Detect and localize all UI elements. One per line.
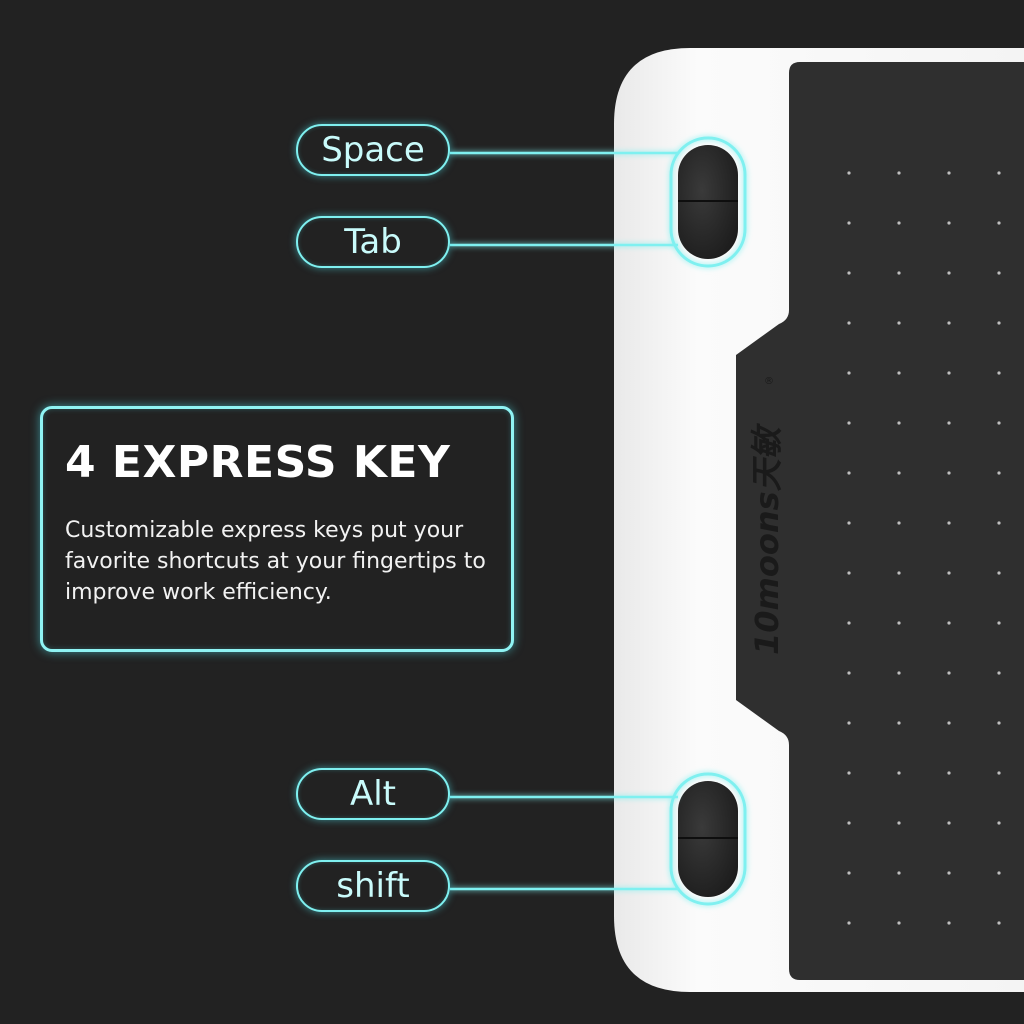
grid-dot xyxy=(897,571,901,575)
grid-dot xyxy=(897,921,901,925)
grid-dot xyxy=(847,921,851,925)
grid-dot xyxy=(897,321,901,325)
grid-dot xyxy=(847,771,851,775)
grid-dot xyxy=(947,371,951,375)
grid-dot xyxy=(847,621,851,625)
brand-trademark: ® xyxy=(764,376,774,387)
drawing-area xyxy=(736,62,1024,980)
grid-dot xyxy=(997,821,1001,825)
grid-dot xyxy=(947,521,951,525)
grid-dot xyxy=(847,871,851,875)
grid-dot xyxy=(947,221,951,225)
grid-dot xyxy=(997,171,1001,175)
grid-dot xyxy=(997,571,1001,575)
drawing-area-dot-grid xyxy=(847,171,1001,925)
grid-dot xyxy=(947,571,951,575)
grid-dot xyxy=(897,371,901,375)
express-key-group-top[interactable] xyxy=(669,136,747,268)
key-label-alt: Alt xyxy=(296,768,450,820)
grid-dot xyxy=(997,321,1001,325)
grid-dot xyxy=(997,771,1001,775)
grid-dot xyxy=(947,271,951,275)
brand-logo: 10moons天敏 xyxy=(748,422,786,655)
grid-dot xyxy=(947,871,951,875)
grid-dot xyxy=(897,221,901,225)
feature-title: 4 EXPRESS KEY xyxy=(65,437,451,488)
grid-dot xyxy=(997,471,1001,475)
grid-dot xyxy=(847,671,851,675)
grid-dot xyxy=(997,421,1001,425)
grid-dot xyxy=(847,471,851,475)
grid-dot xyxy=(997,621,1001,625)
grid-dot xyxy=(947,771,951,775)
grid-dot xyxy=(997,521,1001,525)
grid-dot xyxy=(897,721,901,725)
grid-dot xyxy=(847,571,851,575)
grid-dot xyxy=(897,271,901,275)
grid-dot xyxy=(997,271,1001,275)
grid-dot xyxy=(847,171,851,175)
grid-dot xyxy=(947,671,951,675)
grid-dot xyxy=(897,471,901,475)
grid-dot xyxy=(997,871,1001,875)
grid-dot xyxy=(847,521,851,525)
grid-dot xyxy=(897,521,901,525)
grid-dot xyxy=(947,721,951,725)
feature-callout-box: 4 EXPRESS KEY Customizable express keys … xyxy=(40,406,514,652)
grid-dot xyxy=(847,421,851,425)
grid-dot xyxy=(847,321,851,325)
grid-dot xyxy=(897,171,901,175)
grid-dot xyxy=(947,471,951,475)
connector-lines xyxy=(450,151,678,891)
grid-dot xyxy=(947,821,951,825)
grid-dot xyxy=(847,221,851,225)
grid-dot xyxy=(947,171,951,175)
grid-dot xyxy=(847,271,851,275)
grid-dot xyxy=(997,921,1001,925)
grid-dot xyxy=(997,221,1001,225)
grid-dot xyxy=(997,721,1001,725)
grid-dot xyxy=(897,871,901,875)
grid-dot xyxy=(947,421,951,425)
grid-dot xyxy=(997,371,1001,375)
grid-dot xyxy=(947,621,951,625)
grid-dot xyxy=(947,321,951,325)
grid-dot xyxy=(897,671,901,675)
grid-dot xyxy=(897,621,901,625)
grid-dot xyxy=(847,821,851,825)
express-key-group-bottom[interactable] xyxy=(669,772,747,906)
grid-dot xyxy=(897,421,901,425)
grid-dot xyxy=(847,371,851,375)
key-label-space: Space xyxy=(296,124,450,176)
key-label-shift: shift xyxy=(296,860,450,912)
grid-dot xyxy=(897,821,901,825)
grid-dot xyxy=(897,771,901,775)
grid-dot xyxy=(847,721,851,725)
grid-dot xyxy=(947,921,951,925)
grid-dot xyxy=(997,671,1001,675)
key-label-tab: Tab xyxy=(296,216,450,268)
feature-description: Customizable express keys put your favor… xyxy=(65,518,486,605)
